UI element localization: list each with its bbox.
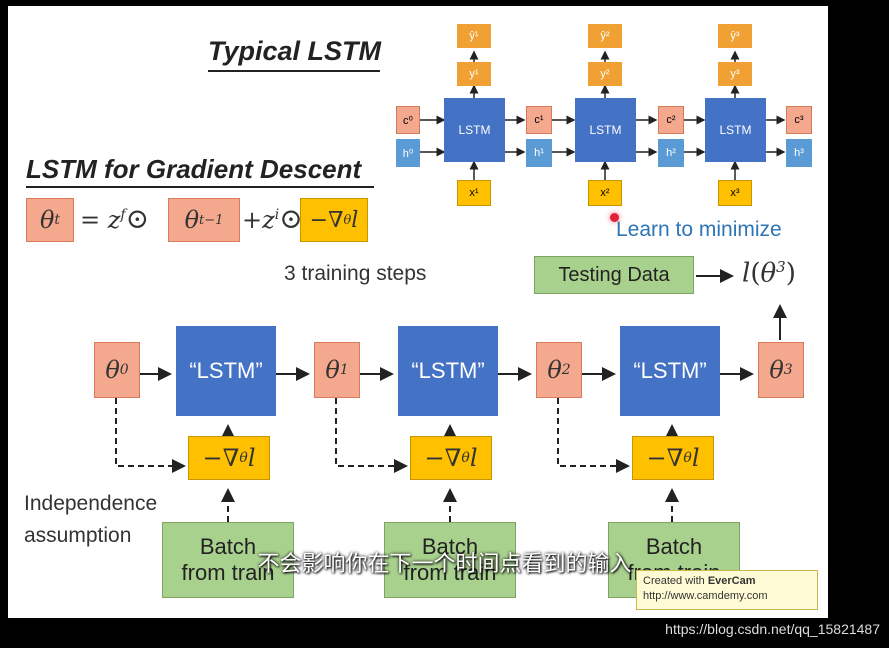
x-box: x³ bbox=[718, 180, 752, 206]
loss-theta3: l(θ3) bbox=[742, 258, 796, 289]
y-box: y¹ bbox=[457, 62, 491, 86]
c-box: c⁰ bbox=[396, 106, 420, 134]
flow-arrows bbox=[115, 269, 787, 522]
yhat-box: ŷ² bbox=[588, 24, 622, 48]
independence-assumption: Independence assumption bbox=[24, 492, 158, 547]
lstm-cell: LSTM bbox=[705, 98, 766, 162]
video-subtitle: 不会影响你在下一个时间点看到的输入 bbox=[257, 552, 632, 577]
lstm-step-box: “LSTM” bbox=[620, 326, 720, 416]
h-box: h⁰ bbox=[396, 139, 420, 167]
h-box: h² bbox=[658, 139, 684, 167]
y-box: y³ bbox=[718, 62, 752, 86]
lstm-cell: LSTM bbox=[575, 98, 636, 162]
heading-lstm-gd: LSTM for Gradient Descent bbox=[26, 154, 362, 184]
h-box: h³ bbox=[786, 139, 812, 167]
heading-underline bbox=[208, 70, 380, 72]
testing-data-box: Testing Data bbox=[534, 256, 694, 294]
h-box: h¹ bbox=[526, 139, 552, 167]
laser-pointer-dot bbox=[610, 213, 619, 222]
yhat-box: ŷ³ bbox=[718, 24, 752, 48]
lstm-step-box: “LSTM” bbox=[398, 326, 498, 416]
training-steps-label: 3 training steps bbox=[284, 262, 427, 285]
c-box: c¹ bbox=[526, 106, 552, 134]
yhat-box: ŷ¹ bbox=[457, 24, 491, 48]
y-box: y² bbox=[588, 62, 622, 86]
heading-underline bbox=[26, 186, 374, 188]
lstm-cell: LSTM bbox=[444, 98, 505, 162]
c-box: c² bbox=[658, 106, 684, 134]
top-lstm-arrows bbox=[420, 50, 786, 180]
c-box: c³ bbox=[786, 106, 812, 134]
formula-zf: = zf⊙ bbox=[80, 202, 150, 235]
slide: Typical LSTM LSTM for Gradient Descent θ… bbox=[8, 6, 828, 618]
heading-typical-lstm: Typical LSTM bbox=[208, 36, 382, 66]
evercam-badge: Created with EverCam http://www.camdemy.… bbox=[636, 570, 818, 610]
x-box: x¹ bbox=[457, 180, 491, 206]
watermark-url: https://blog.csdn.net/qq_15821487 bbox=[665, 621, 880, 637]
formula-zi: +zi⊙ bbox=[242, 202, 303, 235]
lstm-step-box: “LSTM” bbox=[176, 326, 276, 416]
x-box: x² bbox=[588, 180, 622, 206]
learn-to-minimize: Learn to minimize bbox=[616, 218, 782, 241]
